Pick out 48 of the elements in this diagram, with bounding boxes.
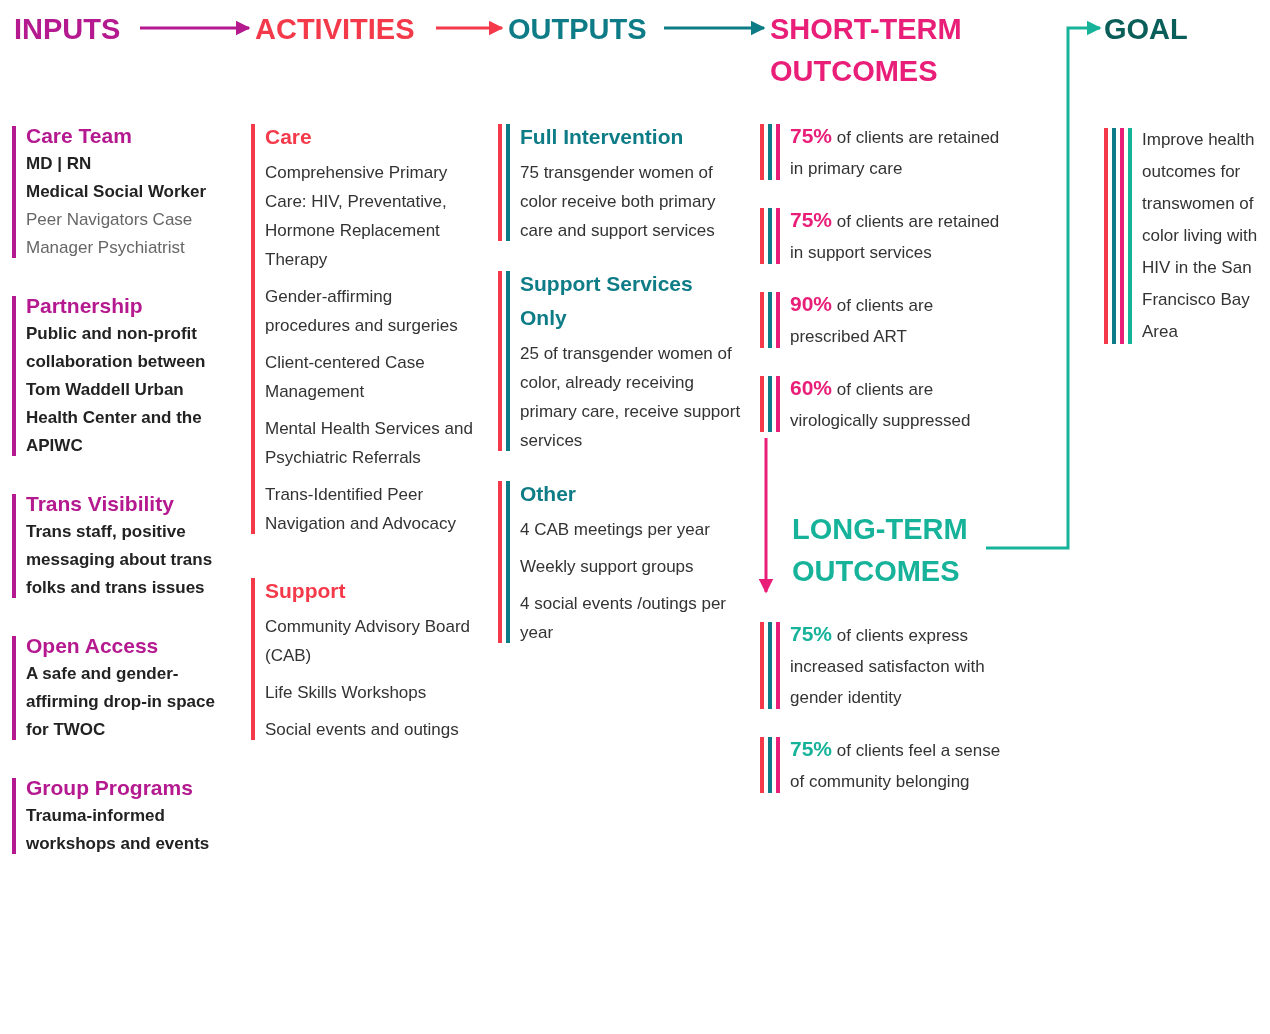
section-heading: Care [265,124,313,150]
list-item: Trans-Identified Peer Navigation and Advocacy [265,484,457,535]
block-text: MD | RN [26,153,93,175]
column-heading: SHORT-TERM OUTCOMES [770,8,980,92]
arrow [140,20,251,36]
section-heading: Support [265,578,347,604]
section-heading: Trans Visibility [26,491,175,517]
list-item: 4 CAB meetings per year [520,519,711,541]
column-heading: GOAL [1104,8,1194,50]
list-item: Social events and outings [265,719,460,741]
column-heading: LONG-TERM OUTCOMES [760,508,972,592]
outcome-text: 75% of clients express increased satisfacton with gender identity [790,621,986,709]
section-heading: Full Intervention [520,124,685,150]
block-text: A safe and gender-affirming drop-in space for TWOC [26,663,216,741]
block-text: Medical Social Worker [26,181,208,203]
arrow [436,20,504,36]
section-heading: Partnership [26,293,144,319]
column-heading: INPUTS [14,8,134,50]
section-heading: Other [520,481,577,507]
column-heading: OUTPUTS [508,8,658,50]
list-item: Life Skills Workshops [265,682,428,704]
block-text: Peer Navigators Case Manager Psychiatrist [26,209,194,259]
list-item: Comprehensive Primary Care: HIV, Preventative, Hormone Replacement Therapy [265,162,449,271]
block-text: Public and non-profit collaboration between Tom Waddell Urban Health Center and the APIWC [26,323,207,457]
outcome-text: 75% of clients feel a sense of community belonging [790,736,1002,793]
arrow [664,20,766,36]
list-item: Gender-affirming procedures and surgeries [265,286,459,337]
goal-text: Improve health outcomes for transwomen of color living with HIV in the San Francisco Bay Area [1142,129,1259,343]
list-item: 25 of transgender women of color, already receiving primary care, receive support services [520,343,742,452]
list-item: Mental Health Services and Psychiatric Referrals [265,418,474,469]
outcome-text: 90% of clients are prescribed ART [790,291,935,348]
list-item: 75 transgender women of color receive both primary care and support services [520,162,717,242]
outcome-text: 60% of clients are virologically suppressed [790,375,972,432]
block-text: Trauma-informed workshops and events [26,805,211,855]
section-heading: Group Programs [26,775,194,801]
section-heading: Support Services Only [520,271,694,331]
section-heading: Open Access [26,633,160,659]
list-item: 4 social events /outings per year [520,593,727,644]
list-item: Client-centered Case Management [265,352,426,403]
block-text: Trans staff, positive messaging about trans folks and trans issues [26,521,214,599]
outcome-text: 75% of clients are retained in primary care [790,123,1001,180]
arrow [986,20,1102,550]
list-item: Weekly support groups [520,556,695,578]
column-heading: ACTIVITIES [255,8,430,50]
arrow [758,438,774,594]
outcome-text: 75% of clients are retained in support services [790,207,1001,264]
section-heading: Care Team [26,123,133,149]
list-item: Community Advisory Board (CAB) [265,616,472,667]
